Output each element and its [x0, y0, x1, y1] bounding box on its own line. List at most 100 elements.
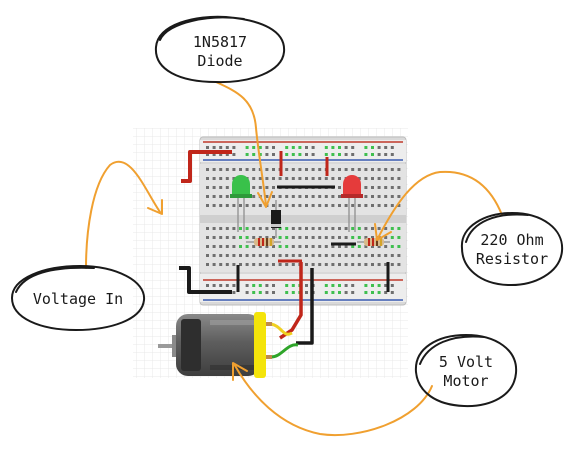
breadboard-hole: [225, 186, 229, 189]
breadboard-hole: [324, 153, 328, 156]
breadboard-hole: [285, 254, 289, 257]
breadboard-hole: [311, 168, 315, 171]
breadboard-hole: [252, 263, 256, 266]
breadboard-hole: [272, 168, 275, 171]
breadboard-hole: [331, 195, 335, 198]
breadboard-hole: [265, 291, 269, 294]
breadboard-hole: [371, 204, 374, 207]
breadboard-hole: [331, 263, 335, 266]
breadboard-hole: [390, 291, 394, 294]
breadboard-hole: [318, 204, 322, 207]
breadboard-hole: [232, 291, 236, 294]
breadboard-hole: [258, 254, 262, 257]
breadboard-hole: [232, 146, 236, 149]
breadboard-hole: [364, 186, 368, 189]
breadboard-hole: [305, 227, 308, 230]
breadboard-hole: [377, 227, 381, 230]
motor-bubble: [414, 333, 518, 408]
breadboard-hole: [239, 227, 242, 230]
breadboard-hole: [351, 146, 355, 149]
breadboard-hole: [245, 227, 249, 230]
breadboard-hole: [344, 168, 348, 171]
breadboard-hole: [324, 227, 328, 230]
jumper-wires: [236, 151, 390, 292]
breadboard-hole: [272, 284, 275, 287]
breadboard-hole: [390, 195, 394, 198]
breadboard-hole: [397, 195, 401, 198]
breadboard-hole: [291, 153, 295, 156]
breadboard-hole: [305, 204, 308, 207]
breadboard-hole: [219, 254, 223, 257]
breadboard-hole: [351, 168, 355, 171]
breadboard-hole: [258, 236, 262, 239]
breadboard-hole: [219, 204, 223, 207]
breadboard-hole: [397, 204, 401, 207]
breadboard-hole: [377, 168, 381, 171]
breadboard-hole: [397, 254, 401, 257]
voltage-in-red-wire: [181, 150, 232, 183]
breadboard-hole: [318, 254, 322, 257]
breadboard-hole: [311, 153, 315, 156]
callout-resistor: 220 Ohm Resistor: [464, 220, 560, 280]
breadboard-hole: [305, 254, 308, 257]
breadboard-hole: [318, 195, 322, 198]
breadboard-hole: [278, 236, 282, 239]
breadboard-hole: [305, 168, 308, 171]
breadboard-hole: [364, 204, 368, 207]
breadboard-hole: [272, 204, 275, 207]
breadboard-hole: [397, 177, 401, 180]
breadboard-hole: [371, 177, 374, 180]
breadboard-hole: [338, 291, 341, 294]
breadboard-hole: [344, 254, 348, 257]
breadboard-hole: [390, 254, 394, 257]
breadboard-hole: [384, 291, 388, 294]
breadboard-hole: [219, 186, 223, 189]
breadboard-hole: [377, 204, 381, 207]
callout-motor: 5 Volt Motor: [418, 342, 514, 402]
breadboard-hole: [331, 245, 335, 248]
breadboard-hole: [384, 195, 388, 198]
breadboard-hole: [357, 204, 361, 207]
breadboard-hole: [371, 195, 374, 198]
breadboard-hole: [338, 168, 341, 171]
breadboard-hole: [225, 177, 229, 180]
breadboard-hole: [206, 195, 209, 198]
breadboard-hole: [377, 153, 381, 156]
breadboard-hole: [305, 146, 308, 149]
breadboard-hole: [232, 245, 236, 248]
breadboard-hole: [258, 291, 262, 294]
breadboard-hole: [265, 227, 269, 230]
breadboard-hole: [212, 146, 216, 149]
breadboard-hole: [245, 168, 249, 171]
breadboard-hole: [258, 284, 262, 287]
breadboard-hole: [239, 254, 242, 257]
breadboard-hole: [252, 291, 256, 294]
breadboard-hole: [239, 236, 242, 239]
breadboard-hole: [298, 177, 302, 180]
breadboard-hole: [252, 245, 256, 248]
breadboard-hole: [364, 263, 368, 266]
breadboard-hole: [206, 236, 209, 239]
breadboard-hole: [338, 236, 341, 239]
breadboard-hole: [206, 263, 209, 266]
breadboard-hole: [225, 227, 229, 230]
voltage-arrow: [85, 161, 161, 269]
breadboard-hole: [272, 291, 275, 294]
breadboard-hole: [265, 254, 269, 257]
breadboard-hole: [285, 195, 289, 198]
breadboard-hole: [324, 254, 328, 257]
breadboard-hole: [219, 195, 223, 198]
breadboard-hole: [285, 236, 289, 239]
breadboard-hole: [324, 263, 328, 266]
motor-arrow: [233, 363, 433, 436]
voltage-label: Voltage In: [32, 289, 124, 308]
breadboard-hole: [212, 204, 216, 207]
breadboard-hole: [265, 284, 269, 287]
breadboard-hole: [285, 263, 289, 266]
breadboard-hole: [318, 227, 322, 230]
breadboard-hole: [390, 153, 394, 156]
breadboard-hole: [252, 146, 256, 149]
breadboard-hole: [397, 227, 401, 230]
breadboard-hole: [291, 263, 295, 266]
